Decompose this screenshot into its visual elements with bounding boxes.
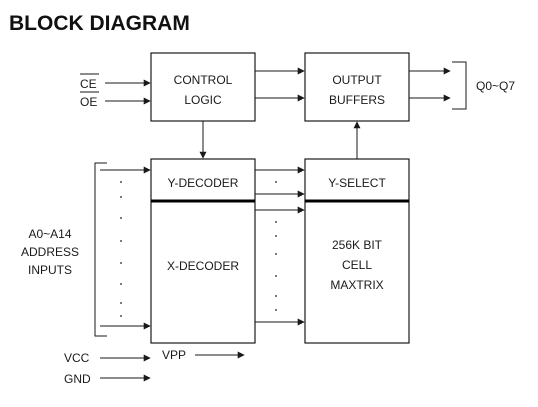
address-dot: [120, 302, 122, 304]
decoder-block: [150, 158, 256, 344]
cell-matrix-block: [304, 158, 410, 344]
q-output-label: Q0~Q7: [476, 79, 515, 93]
cell-matrix-label-line1: 256K BIT: [332, 238, 383, 252]
cell-matrix-label-line3: MAXTRIX: [330, 278, 383, 292]
address-dot: [120, 240, 122, 242]
address-dot: [120, 262, 122, 264]
y-select-label: Y-SELECT: [328, 176, 386, 190]
control-logic-block: [150, 52, 256, 122]
address-dot: [120, 181, 122, 183]
decoder-dot: [275, 309, 277, 311]
cell-matrix-label-line2: CELL: [342, 258, 372, 272]
output-bracket: [452, 61, 467, 110]
output-buffers-label-line2: BUFFERS: [329, 93, 385, 107]
address-dot: [120, 217, 122, 219]
address-input-arrows: [100, 166, 151, 330]
gnd-label: GND: [64, 372, 91, 386]
vpp-label: VPP: [162, 348, 186, 362]
address-dot: [120, 315, 122, 317]
decoder-dot: [275, 253, 277, 255]
decoder-dot: [275, 221, 277, 223]
vcc-label: VCC: [64, 351, 90, 365]
decoder-dot: [275, 295, 277, 297]
y-decoder-label: Y-DECODER: [168, 176, 239, 190]
output-buffers-block: [304, 52, 410, 122]
decoder-dot: [275, 235, 277, 237]
control-logic-label-line2: LOGIC: [184, 93, 222, 107]
address-bus-dots: [120, 181, 122, 317]
x-decoder-label: X-DECODER: [167, 259, 239, 273]
decoder-bus-dots: [275, 181, 277, 311]
ce-label: CE: [80, 77, 97, 91]
output-buffers-label-line1: OUTPUT: [332, 73, 382, 87]
decoder-dot: [275, 275, 277, 277]
decoder-dot: [275, 181, 277, 183]
address-bus-bracket: [94, 162, 107, 337]
address-dot: [120, 196, 122, 198]
oe-label: OE: [80, 95, 97, 109]
address-label-line3: INPUTS: [28, 263, 72, 277]
control-logic-label-line1: CONTROL: [174, 73, 233, 87]
address-label-line2: ADDRESS: [21, 245, 79, 259]
address-dot: [120, 283, 122, 285]
diagram-title: BLOCK DIAGRAM: [9, 12, 190, 35]
address-label-line1: A0~A14: [28, 227, 71, 241]
